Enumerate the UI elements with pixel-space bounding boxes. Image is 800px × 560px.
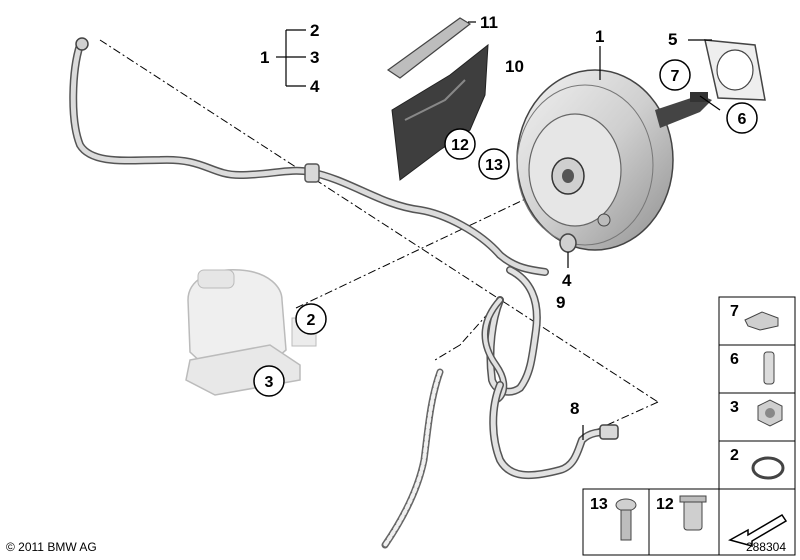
vacuum-pipe	[69, 37, 549, 276]
legend-num-7: 7	[730, 303, 739, 320]
callout-6: 6	[726, 102, 758, 134]
callout-13: 13	[478, 148, 510, 180]
hose-assembly	[481, 266, 541, 404]
labels: 1 1 2 3 4 11 10 5 4 9 8	[260, 13, 677, 418]
ref-lines	[276, 21, 721, 440]
gasket	[704, 39, 766, 101]
legend-num-6: 6	[730, 351, 739, 368]
svg-text:7: 7	[671, 68, 680, 85]
cover-plate	[391, 43, 489, 181]
screw-icon	[615, 498, 637, 541]
label-1-booster: 1	[595, 27, 604, 46]
wiring-harness	[381, 368, 444, 549]
label-10: 10	[505, 57, 524, 76]
expanding-nut-icon	[679, 495, 707, 531]
seal-strip	[386, 17, 472, 79]
pin-icon	[763, 351, 775, 385]
label-3-group: 3	[310, 48, 319, 67]
svg-text:13: 13	[485, 157, 503, 174]
callout-12: 12	[444, 128, 476, 160]
legend-panel: 7 6 3 2 13 12	[582, 296, 796, 556]
washer	[559, 233, 577, 253]
o-ring-icon	[751, 456, 785, 480]
label-4-group: 4	[310, 77, 320, 96]
callout-7: 7	[659, 59, 691, 91]
brake-booster	[516, 69, 712, 251]
master-cylinder	[185, 269, 317, 396]
legend-box-6	[718, 344, 796, 394]
callout-2: 2	[295, 303, 327, 335]
legend-box-13	[582, 488, 650, 556]
svg-text:2: 2	[307, 312, 316, 329]
label-4: 4	[562, 271, 572, 290]
copyright: © 2011 BMW AG	[6, 540, 97, 554]
legend-num-13: 13	[590, 496, 608, 513]
arrow-icon	[728, 513, 788, 547]
label-5: 5	[668, 30, 677, 49]
svg-text:12: 12	[451, 137, 469, 154]
pipe-8	[489, 381, 619, 480]
label-8: 8	[570, 399, 579, 418]
legend-num-2: 2	[730, 447, 739, 464]
legend-num-3: 3	[730, 399, 739, 416]
label-9: 9	[556, 293, 565, 312]
label-2-group: 2	[310, 21, 319, 40]
svg-text:3: 3	[265, 374, 274, 391]
callout-3: 3	[253, 365, 285, 397]
label-1-group: 1	[260, 48, 269, 67]
label-11: 11	[480, 13, 498, 32]
circled-callouts: 12 13 7 6 2 3	[253, 59, 758, 397]
legend-num-12: 12	[656, 496, 674, 513]
hex-nut-icon	[757, 399, 783, 427]
diagram-id: 288304	[745, 540, 786, 554]
svg-text:6: 6	[738, 111, 747, 128]
clip-icon	[744, 311, 779, 331]
